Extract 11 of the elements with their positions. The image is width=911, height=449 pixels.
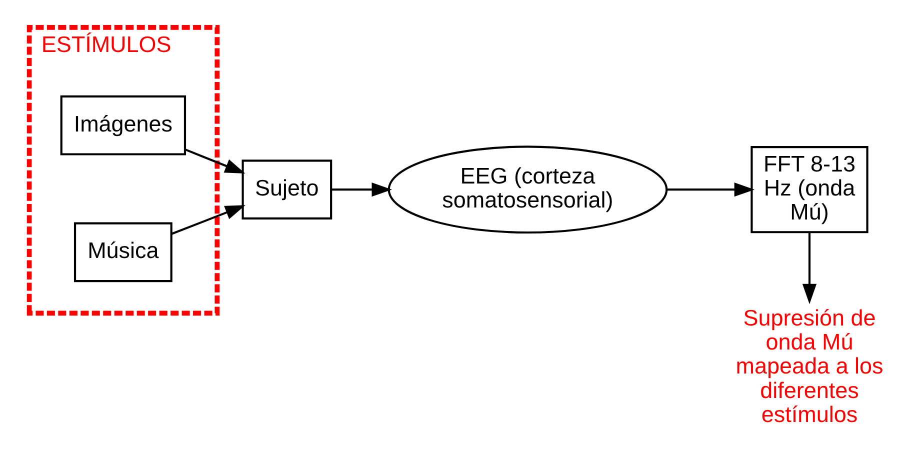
node-box: Música	[74, 222, 172, 282]
node-box: Sujeto	[242, 160, 332, 220]
arrow	[332, 182, 392, 197]
node-text: Supresión de onda Mú mapeada a los diferentes estímulos	[736, 306, 884, 427]
node-ellipse: EEG (corteza somatosensorial)	[388, 146, 668, 234]
node-box: FFT 8-13 Hz (onda Mú)	[750, 146, 868, 234]
arrow	[802, 232, 817, 304]
arrow	[171, 205, 246, 235]
node-box: Imágenes	[60, 95, 186, 156]
arrow	[184, 148, 246, 174]
arrow	[666, 182, 755, 197]
